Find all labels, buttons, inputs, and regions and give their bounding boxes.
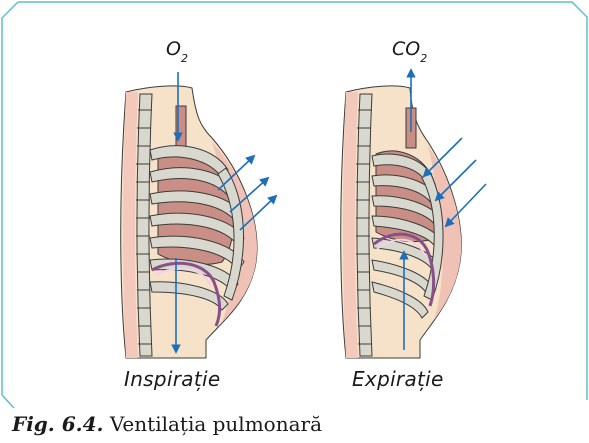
torso-expiration [341,86,462,358]
gas-label-co2: CO2 [392,38,427,63]
phase-label-expiration: Expirație [352,367,444,391]
figure-caption: Fig. 6.4. Ventilația pulmonară [12,412,322,436]
figure-number: Fig. 6.4. [12,412,103,436]
gas-main: CO [392,38,420,60]
figure-caption-text: Ventilația pulmonară [110,412,322,436]
torso-inspiration [121,86,257,358]
phase-label-inspiration: Inspirație [124,367,220,391]
gas-subscript: 2 [181,52,188,65]
gas-main: O [166,38,181,60]
gas-label-o2: O2 [166,38,188,63]
gas-subscript: 2 [420,52,427,65]
frame-border [2,2,587,400]
